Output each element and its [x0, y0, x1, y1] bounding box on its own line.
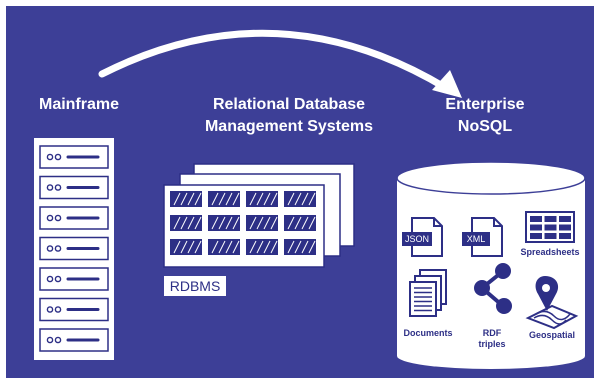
rack-slot [39, 236, 109, 261]
geospatial-icon [525, 276, 579, 330]
table-cell [246, 239, 278, 255]
sheet-cell [544, 224, 557, 231]
rdf-label-line2: triples [478, 339, 506, 349]
table-cell [284, 239, 316, 255]
sheet-cell [559, 216, 571, 222]
rdf-graph-icon [474, 263, 512, 314]
mainframe-rack [34, 138, 114, 360]
sheet-cell [530, 224, 542, 231]
documents-icon [409, 269, 447, 317]
json-label: JSON [404, 234, 429, 244]
sheet-cell [530, 233, 542, 239]
rack-slot [39, 297, 109, 322]
table-cell [170, 191, 202, 207]
table-cell [284, 191, 316, 207]
table-cell [246, 215, 278, 231]
sheet-cell [559, 233, 571, 239]
rack-slot [39, 145, 109, 169]
diagram-canvas: Mainframe Relational Database Management… [6, 6, 594, 378]
json-file-icon [402, 217, 443, 257]
rack-slot [39, 206, 109, 230]
table-cell [208, 191, 240, 207]
table-cell [208, 215, 240, 231]
table-cell [246, 191, 278, 207]
sheet-cell [544, 233, 557, 239]
spreadsheets-label: Spreadsheets [520, 247, 580, 257]
table-cell [170, 239, 202, 255]
sheet-cell [544, 216, 557, 222]
evolution-arrow [98, 29, 462, 98]
rack-slot [39, 267, 109, 291]
sheet-cell [559, 224, 571, 231]
table-cell [284, 215, 316, 231]
diagram-graphics [34, 29, 586, 369]
table-cell [208, 239, 240, 255]
nosql-title-line1: Enterprise [445, 96, 525, 113]
spreadsheet-icon [525, 211, 575, 243]
rdbms-title-line1: Relational Database [212, 96, 366, 113]
xml-file-icon [462, 217, 503, 257]
mainframe-label: Mainframe [38, 96, 120, 113]
rack-slot [39, 328, 109, 352]
rack-slot [39, 175, 109, 200]
rdbms-tag: RDBMS [164, 276, 226, 296]
rdbms-title-line2: Management Systems [204, 118, 374, 135]
sheet-cell [530, 216, 542, 222]
table-cell [170, 215, 202, 231]
geospatial-label: Geospatial [528, 330, 575, 340]
documents-label: Documents [403, 328, 453, 338]
rdf-label-line1: RDF [482, 328, 502, 338]
xml-label: XML [466, 234, 486, 244]
rdbms-tables [163, 163, 355, 268]
nosql-title-line2: NoSQL [457, 118, 513, 135]
